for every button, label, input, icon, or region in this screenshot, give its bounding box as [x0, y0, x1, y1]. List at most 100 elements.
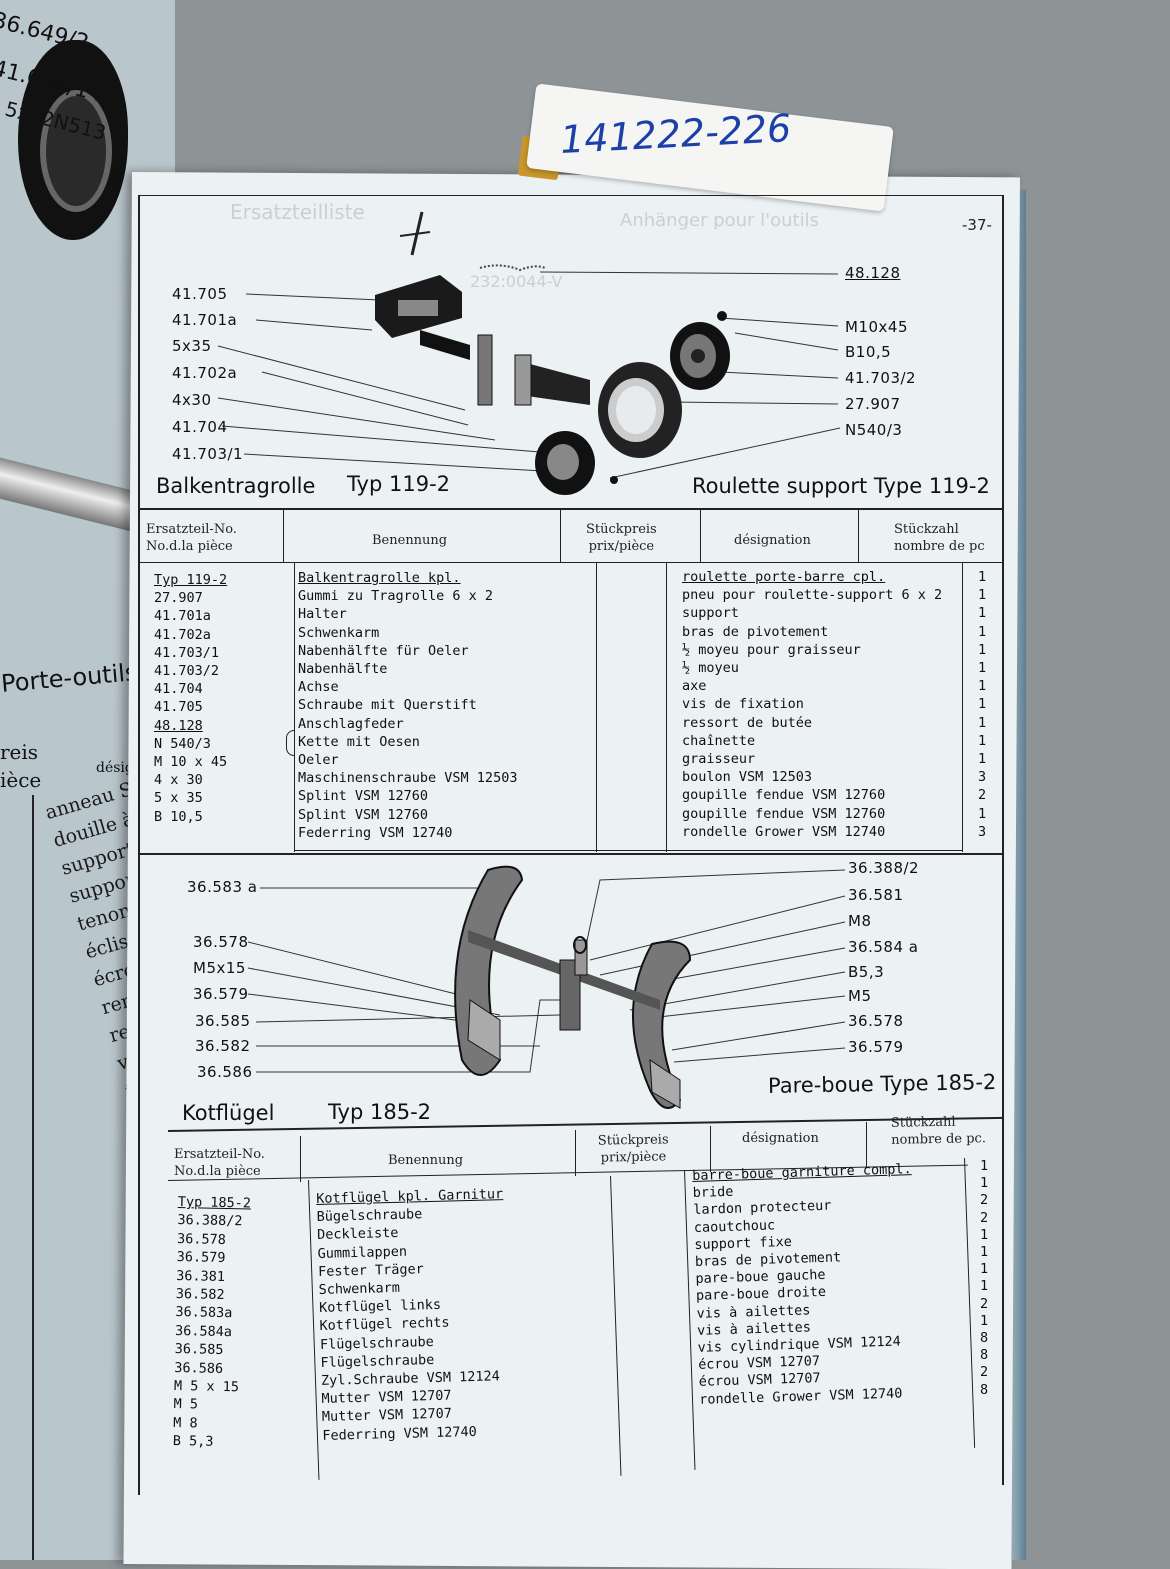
table-row-quantity: 1	[978, 587, 987, 604]
section2-leader-lines	[247, 869, 846, 1073]
table1-body-mid-2	[666, 562, 667, 852]
section2-title-de: Kotflügel	[182, 1101, 275, 1125]
section2-parts	[454, 865, 692, 1109]
t2-header-benennung: Benennung	[388, 1153, 464, 1168]
table-row-part-number: M 5	[173, 1396, 199, 1413]
page-frame-left	[138, 195, 140, 1495]
table-row-part-number: 36.579	[176, 1249, 226, 1267]
callout-36-581: 36.581	[848, 886, 904, 904]
table-row-designation: ½ moyeu pour graisseur	[682, 641, 861, 658]
table-row-quantity: 2	[980, 1364, 989, 1381]
t1-header-part-no: Ersatzteil-No. No.d.la pièce	[146, 522, 237, 554]
table-row-part-number: 36.582	[175, 1286, 225, 1304]
left-table-border	[32, 795, 175, 1560]
callout-41-704: 41.704	[172, 418, 228, 436]
table-row-part-number: M 10 x 45	[154, 754, 228, 771]
callout-m10x45: M10x45	[845, 318, 908, 336]
table-row-designation: graisseur	[682, 751, 756, 768]
callout-m5: M5	[848, 987, 872, 1005]
table-row-part-number: B 10,5	[154, 808, 203, 825]
callout-41-703-2: 41.703/2	[845, 369, 917, 387]
table-row-part-number: 36.585	[174, 1341, 224, 1359]
table-row-quantity: 1	[980, 1312, 989, 1329]
table-row-benennung: Nabenhälfte	[298, 661, 388, 678]
table-row-benennung: Anschlagfeder	[298, 715, 404, 732]
table-row-quantity: 1	[980, 1244, 989, 1261]
table-row-benennung: Oeler	[298, 752, 339, 769]
bleed-through-text-1: Ersatzteilliste	[230, 200, 365, 224]
table-row-benennung: Splint VSM 12760	[298, 788, 429, 805]
t1-header-qty: Stückzahl nombre de pc	[894, 522, 985, 554]
t1-header-benennung: Benennung	[372, 533, 448, 548]
section2-type-de: Typ 185-2	[328, 1100, 432, 1124]
table-row-part-number: 41.702a	[154, 626, 211, 643]
callout-n540-3: N540/3	[845, 421, 903, 439]
table-row-designation: vis de fixation	[682, 696, 804, 713]
t1-benennung-column: Balkentragrolle kpl.Gummi zu Tragrolle 6…	[298, 569, 517, 842]
section1-title-fr: Roulette support Type 119-2	[692, 474, 990, 498]
table-row-benennung: Nabenhälfte für Oeler	[298, 642, 469, 659]
table-row-part-number: 27.907	[154, 590, 203, 607]
table-row-part-number: 36.586	[174, 1359, 224, 1377]
left-header-price: reis ièce	[0, 740, 42, 792]
table-row-designation: rondelle Grower VSM 12740	[682, 823, 886, 840]
table-row-quantity: 1	[978, 623, 987, 640]
table-row-quantity: 8	[980, 1330, 989, 1347]
callout-36-582: 36.582	[195, 1037, 251, 1055]
table-row-part-number: Typ 119-2	[154, 572, 228, 588]
table-row-quantity: 1	[980, 1278, 989, 1295]
table1-body-mid-1	[596, 562, 597, 852]
callout-36-578-right: 36.578	[848, 1012, 904, 1030]
table1-body-bottom	[294, 850, 962, 851]
table-row-part-number: 41.705	[154, 699, 203, 716]
t1-designation-column: roulette porte-barre cpl. pneu pour roule…	[682, 568, 942, 841]
table-row-benennung: Schwenkarm	[298, 624, 380, 641]
table2-col-rule-3	[710, 1126, 711, 1172]
table2-col-rule-4	[866, 1122, 867, 1168]
table-row-part-number: B 5,3	[172, 1433, 214, 1451]
table1-col-rule-3	[700, 510, 701, 562]
t1-header-designation: désignation	[734, 533, 811, 548]
callout-41-705: 41.705	[172, 285, 228, 303]
section1-title-de: Balkentragrolle	[156, 474, 316, 498]
table-row-part-number: 36.583a	[175, 1304, 233, 1322]
table-row-benennung: Splint VSM 12760	[298, 806, 429, 823]
table-row-quantity: 1	[980, 1175, 989, 1192]
table-row-quantity: 1	[980, 1261, 989, 1278]
table-row-designation: pneu pour roulette-support 6 x 2	[682, 587, 943, 604]
table-row-benennung: Achse	[298, 679, 339, 696]
t1-bracket	[286, 730, 294, 756]
table-row-designation: roulette porte-barre cpl.	[682, 569, 886, 585]
table-row-benennung: Maschinenschraube VSM 12503	[298, 770, 518, 787]
section-divider	[140, 853, 1002, 855]
callout-36-584a: 36.584 a	[848, 938, 919, 956]
callout-b5-3: B5,3	[848, 963, 885, 981]
table-row-benennung: Federring VSM 12740	[298, 824, 453, 841]
section2-title-fr: Pare-boue Type 185-2	[767, 1070, 997, 1098]
table-row-part-number: 36.584a	[174, 1322, 233, 1341]
table-row-part-number: 36.578	[176, 1230, 226, 1248]
table-row-part-number: 41.704	[154, 681, 203, 698]
table-row-quantity: 1	[978, 569, 987, 585]
table1-top-rule	[140, 508, 1002, 510]
table-row-quantity: 2	[980, 1192, 989, 1209]
table1-col-rule-4	[858, 510, 859, 562]
callout-b10-5: B10,5	[845, 343, 892, 361]
table-row-part-number: 48.128	[154, 717, 203, 734]
t2-header-part-no: Ersatzteil-No. No.d.la pièce	[174, 1147, 265, 1179]
table-row-quantity: 1	[978, 732, 987, 749]
table-row-quantity: 2	[980, 1295, 989, 1312]
table1-header-rule	[140, 562, 1002, 563]
page-frame-top	[138, 195, 1004, 196]
table-row-quantity: 1	[978, 751, 987, 768]
table-row-quantity: 1	[978, 805, 987, 822]
table-row-designation: goupille fendue VSM 12760	[682, 805, 886, 822]
callout-m8: M8	[848, 912, 872, 930]
table-row-quantity: 1	[978, 714, 987, 731]
table-row-quantity: 1	[978, 641, 987, 658]
